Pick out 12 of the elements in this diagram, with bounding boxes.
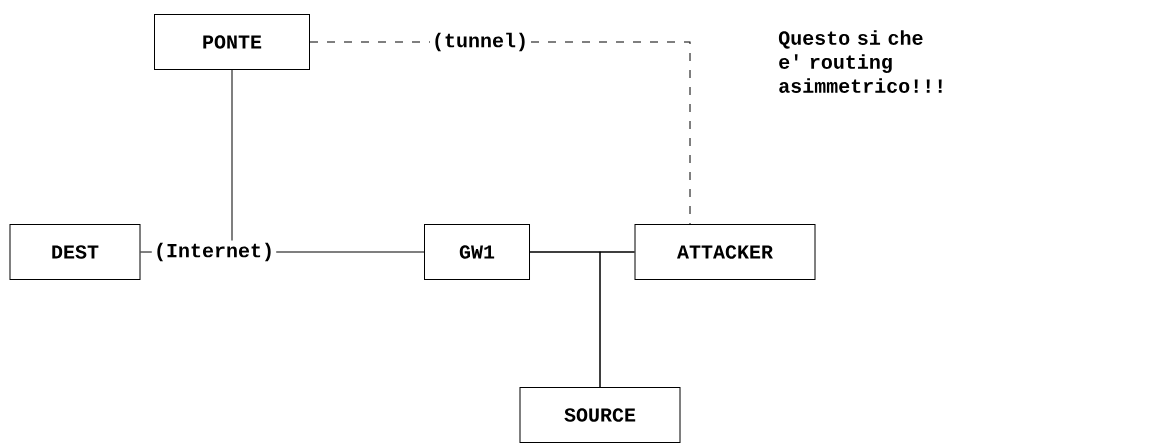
edge-label: (tunnel) (430, 30, 530, 54)
server-box: GW1 (424, 224, 530, 280)
server-box: DEST (9, 224, 141, 280)
server-box: PONTE (154, 14, 310, 70)
note: Questo si che e' routing asimmetrico!!! (778, 30, 942, 93)
connector-line (231, 69, 233, 241)
connector-line (599, 251, 635, 388)
connector-line (140, 251, 153, 253)
server-box: SOURCE (519, 387, 681, 443)
server-box: ATTACKER (634, 224, 816, 280)
connector-line (275, 251, 425, 253)
cloud-label: (Internet) (157, 242, 271, 262)
